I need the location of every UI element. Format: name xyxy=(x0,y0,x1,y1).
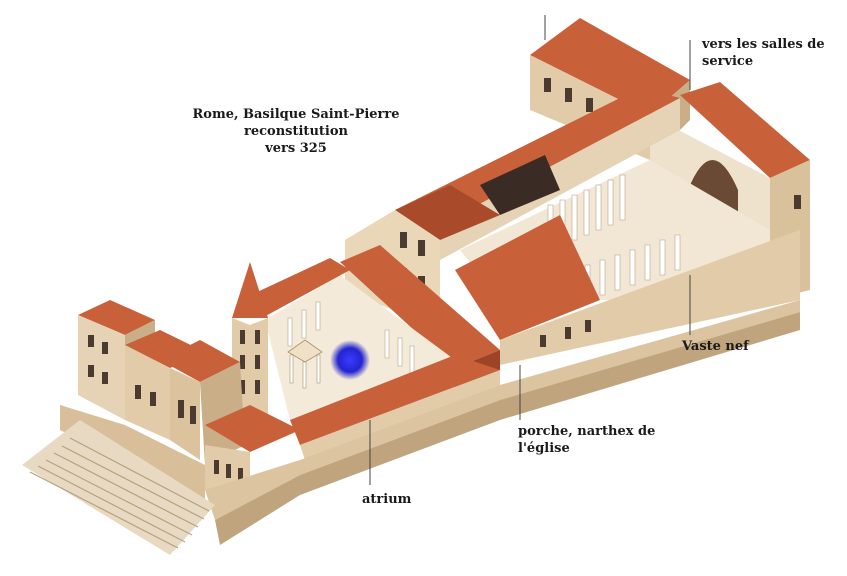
entry-hall-wall xyxy=(125,345,170,440)
entry-hall-roof-2 xyxy=(160,340,240,382)
tower-window xyxy=(240,380,245,394)
clerestory-wall xyxy=(440,98,680,260)
facade-gable-roof xyxy=(395,185,500,240)
label-porch-line-2: l'église xyxy=(518,441,570,456)
atrium-front-wall xyxy=(300,370,500,460)
platform-face xyxy=(215,312,800,545)
blue-marker-dot xyxy=(330,340,370,380)
facade-window xyxy=(418,240,425,256)
tower-spire xyxy=(232,262,268,318)
side-aisle-roof xyxy=(455,215,600,340)
stairs xyxy=(22,420,215,555)
label-nave: Vaste nef xyxy=(682,339,749,354)
leader-lines xyxy=(369,15,691,485)
aisle-window xyxy=(585,320,591,332)
fountain-canopy xyxy=(287,339,323,389)
transept-window xyxy=(565,88,572,102)
narthex-roof xyxy=(340,245,500,368)
tower-window xyxy=(255,355,260,369)
atrium-front-roof xyxy=(290,355,500,445)
staircase xyxy=(22,420,215,555)
tower-window xyxy=(240,330,245,344)
atrium-court xyxy=(240,258,500,460)
nave-outer-wall xyxy=(500,230,800,365)
aisle-window xyxy=(540,335,546,347)
label-service-line-1: vers les salles de xyxy=(702,37,825,52)
stair-steps xyxy=(29,437,210,549)
transept-window xyxy=(794,195,801,209)
caption-line-2: reconstitution xyxy=(244,124,348,139)
platform-top xyxy=(205,300,800,520)
atrium-colonnade xyxy=(287,301,415,375)
tower-window xyxy=(255,380,260,394)
label-atrium: atrium xyxy=(362,492,412,507)
tower-window xyxy=(255,330,260,344)
caption-line-1: Rome, Basilque Saint-Pierre xyxy=(192,107,400,122)
aisle-window xyxy=(565,327,571,339)
label-porch-line-1: porche, narthex de xyxy=(518,424,656,439)
entry-hall-wall-2 xyxy=(170,368,200,460)
gatehouse-roof xyxy=(78,300,155,335)
front-porch-roof xyxy=(205,405,300,452)
base-platform xyxy=(205,300,800,545)
transept-window xyxy=(544,78,551,92)
side-roof-right xyxy=(680,82,810,178)
atrium-back-roof xyxy=(240,258,350,318)
roof-truss xyxy=(480,155,560,215)
label-porch: porche, narthex de l'église xyxy=(518,423,655,457)
nave-roof xyxy=(395,88,680,225)
entry-arches xyxy=(88,335,243,482)
transept-window xyxy=(586,98,593,112)
label-service-rooms: vers les salles de service xyxy=(702,36,825,70)
facade-window xyxy=(400,232,407,248)
tower-window xyxy=(240,355,245,369)
label-service-line-2: service xyxy=(702,54,754,69)
caption-title: Rome, Basilque Saint-Pierre reconstituti… xyxy=(190,106,402,157)
caption-line-3: vers 325 xyxy=(265,141,327,156)
nave xyxy=(395,88,800,365)
